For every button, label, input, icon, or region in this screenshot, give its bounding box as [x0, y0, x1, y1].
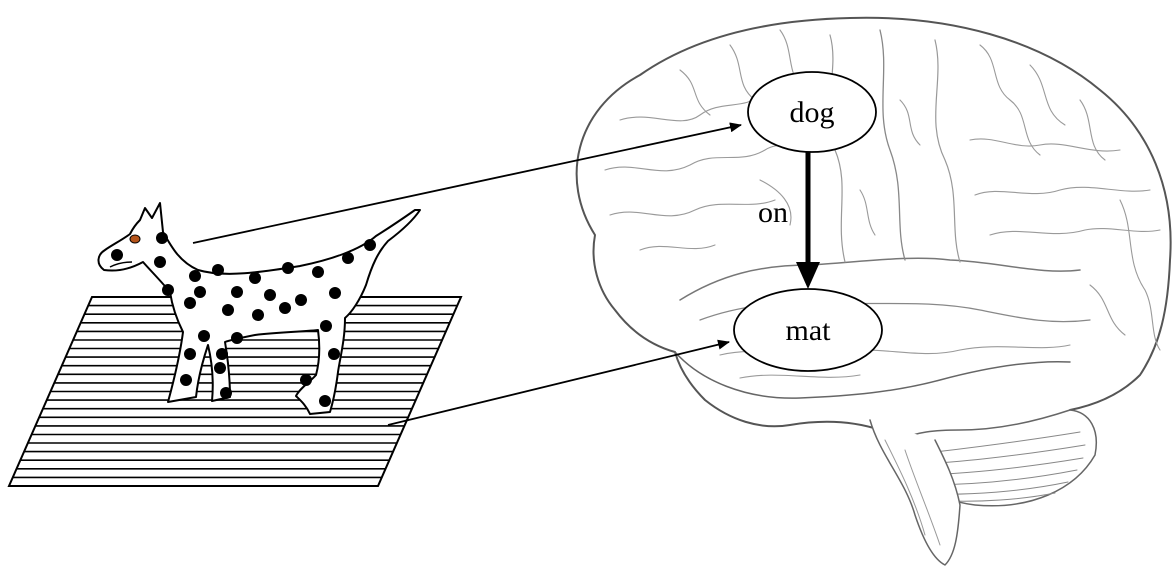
dog-eye	[129, 234, 141, 244]
dog-mouth	[109, 261, 133, 268]
dog-spots	[111, 232, 376, 407]
brain-temporal-lobe	[674, 351, 1071, 399]
brain-postcentral-sulcus	[934, 39, 961, 263]
brain-lateral-sulcus	[679, 257, 1081, 301]
mat-node-label: mat	[786, 314, 832, 347]
on-relation-arrowhead	[796, 262, 820, 289]
mat-to-concept-arrow	[387, 339, 730, 426]
dog-node-label: dog	[790, 96, 835, 129]
brain-central-sulcus	[879, 29, 906, 261]
brain-gyri	[604, 29, 1161, 379]
dog-to-concept-arrow	[192, 122, 742, 244]
brain-cerebrum-outline	[575, 16, 1172, 457]
on-relation-label: on	[758, 196, 788, 229]
dog-illustration	[97, 202, 421, 415]
dog-node[interactable]: dog	[747, 71, 877, 153]
brain-stem-detail	[884, 439, 941, 546]
dog-node-ellipse	[747, 71, 877, 153]
on-relation-edge: on	[758, 152, 820, 289]
dog-body-outline	[97, 202, 421, 415]
mat-node[interactable]: mat	[733, 288, 883, 372]
